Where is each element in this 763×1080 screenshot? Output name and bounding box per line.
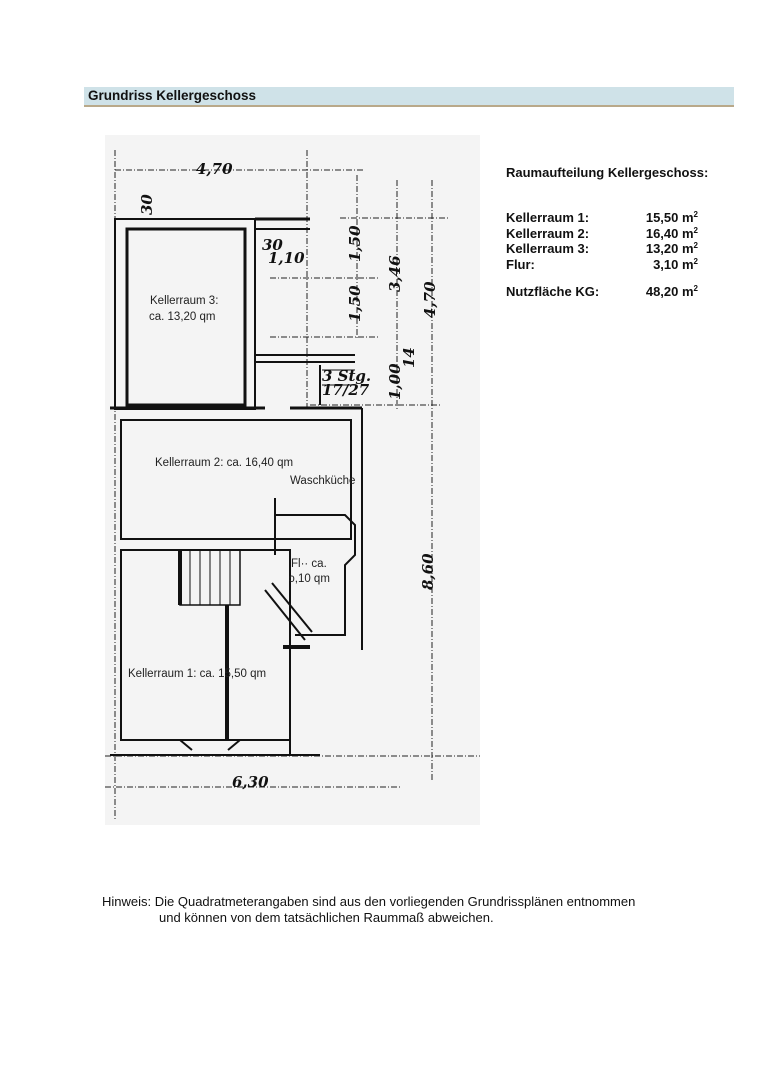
staircase — [178, 369, 355, 606]
room-summary: Raumaufteilung Kellergeschoss: Kellerrau… — [506, 165, 708, 300]
summary-row: Flur:3,10 m2 — [506, 256, 698, 272]
summary-heading: Raumaufteilung Kellergeschoss: — [506, 165, 709, 180]
room-area-kellerraum-3: ca. 13,20 qm — [149, 311, 215, 323]
section-title-bar: Grundriss Kellergeschoss — [84, 87, 734, 107]
dim-150a: 1,50 — [346, 225, 364, 262]
dim-860: 8,60 — [419, 553, 437, 590]
dim-14: 14 — [400, 347, 418, 368]
note-line-1: Hinweis: Die Quadratmeterangaben sind au… — [102, 894, 636, 909]
disclaimer-note: Hinweis: Die Quadratmeterangaben sind au… — [102, 894, 635, 926]
stairs-count: 3 Stg. — [322, 367, 371, 385]
dim-top: 4,70 — [196, 160, 233, 178]
summary-row: Kellerraum 2:16,40 m2 — [506, 225, 698, 241]
room-label-kellerraum-3: Kellerraum 3: — [150, 295, 218, 307]
dim-470: 4,70 — [421, 281, 439, 318]
summary-row: Kellerraum 3:13,20 m2 — [506, 241, 698, 256]
room-label-flur: Fl·· ca. — [291, 558, 327, 570]
plan-background — [105, 135, 480, 825]
summary-row: Kellerraum 1:15,50 m2 — [506, 210, 698, 225]
dim-100: 1,00 — [386, 363, 404, 400]
note-line-2: und können von dem tatsächlichen Raummaß… — [159, 910, 494, 925]
dim-30b: 30 — [262, 236, 283, 254]
dim-110: 1,10 — [268, 249, 305, 267]
dim-150b: 1,50 — [346, 285, 364, 322]
dim-30a: 30 — [138, 194, 156, 215]
section-title: Grundriss Kellergeschoss — [88, 88, 257, 103]
stairs-size: 17/27 — [322, 381, 370, 399]
room-label-kellerraum-1: Kellerraum 1: ca. 15,50 qm — [128, 668, 266, 680]
dim-bottom: 6,30 — [232, 773, 269, 791]
dim-346: 3,46 — [386, 255, 404, 292]
room-area-flur: ɔ,10 qm — [289, 573, 330, 585]
room-label-kellerraum-2: Kellerraum 2: ca. 16,40 qm — [155, 457, 293, 469]
room-label-waschkueche: Waschküche — [290, 475, 355, 487]
summary-total: Nutzfläche KG:48,20 m2 — [506, 284, 698, 299]
